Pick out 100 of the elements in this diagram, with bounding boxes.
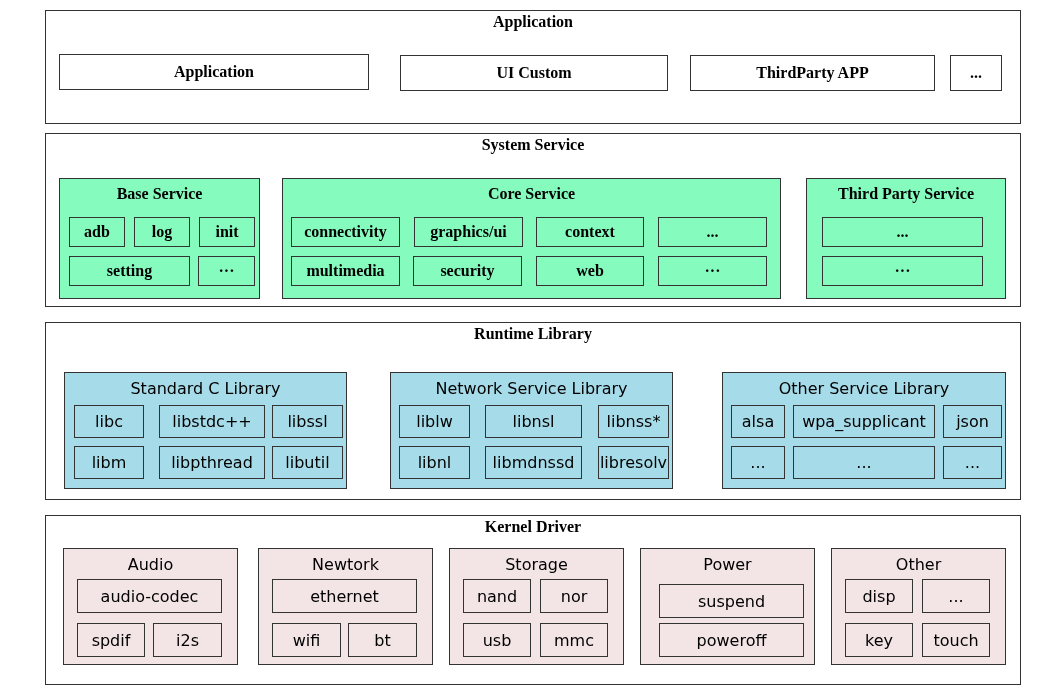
module-label: libssl bbox=[287, 412, 328, 431]
layer-title: Kernel Driver bbox=[484, 518, 582, 536]
module-label: context bbox=[565, 223, 615, 241]
module-box bbox=[463, 579, 531, 613]
module-box bbox=[399, 446, 470, 479]
module-box bbox=[77, 623, 145, 657]
module-label: touch bbox=[933, 630, 979, 650]
module-label: ... bbox=[750, 453, 766, 472]
group-title: Storage bbox=[505, 555, 568, 574]
module-box bbox=[413, 256, 522, 286]
group-title: Third Party Service bbox=[838, 185, 974, 203]
group-panel bbox=[449, 548, 624, 665]
module-box bbox=[400, 55, 668, 91]
module-label: log bbox=[151, 223, 173, 241]
module-box bbox=[536, 217, 644, 247]
module-box bbox=[272, 623, 341, 657]
module-box bbox=[731, 446, 785, 479]
module-label: nand bbox=[476, 586, 518, 606]
layer-panel bbox=[45, 515, 1021, 685]
module-label: suspend bbox=[697, 591, 766, 611]
group-title: Network Service Library bbox=[435, 379, 628, 398]
module-label: setting bbox=[106, 262, 153, 280]
module-box bbox=[485, 446, 582, 479]
group-panel bbox=[63, 548, 238, 665]
module-box bbox=[793, 446, 935, 479]
module-label: wpa_supplicant bbox=[802, 412, 926, 431]
module-label: libmdnssd bbox=[492, 453, 575, 472]
module-box bbox=[134, 217, 190, 247]
module-label: alsa bbox=[741, 412, 775, 431]
layer-panel bbox=[45, 10, 1021, 124]
module-label: UI Custom bbox=[496, 64, 572, 82]
module-box bbox=[536, 256, 644, 286]
module-box bbox=[658, 217, 767, 247]
module-label: spdif bbox=[91, 630, 131, 650]
module-box bbox=[659, 623, 804, 657]
module-label: graphics/ui bbox=[430, 223, 507, 241]
module-label: libpthread bbox=[171, 453, 253, 472]
module-box bbox=[272, 446, 343, 479]
group-title: Audio bbox=[127, 555, 174, 574]
group-panel bbox=[64, 372, 347, 489]
module-label: ··· bbox=[218, 262, 235, 280]
group-panel bbox=[59, 178, 260, 299]
group-title: Core Service bbox=[487, 185, 576, 203]
module-box bbox=[399, 405, 470, 438]
module-box bbox=[598, 446, 669, 479]
group-panel bbox=[640, 548, 815, 665]
module-box bbox=[540, 623, 608, 657]
module-box bbox=[199, 217, 255, 247]
module-box bbox=[272, 579, 417, 613]
module-box bbox=[658, 256, 767, 286]
module-label: libnss* bbox=[606, 412, 661, 431]
module-label: wifi bbox=[292, 630, 321, 650]
module-box bbox=[485, 405, 582, 438]
module-box bbox=[943, 405, 1002, 438]
module-box bbox=[943, 446, 1002, 479]
module-box bbox=[59, 54, 369, 90]
module-label: i2s bbox=[176, 630, 199, 650]
module-label: disp bbox=[862, 586, 896, 606]
module-label: poweroff bbox=[696, 630, 767, 650]
module-label: connectivity bbox=[304, 223, 387, 241]
module-label: libc bbox=[95, 412, 123, 431]
group-title: Standard C Library bbox=[130, 379, 281, 398]
module-box bbox=[159, 446, 265, 479]
module-box bbox=[159, 405, 265, 438]
module-label: ··· bbox=[704, 262, 721, 280]
group-panel bbox=[806, 178, 1006, 299]
module-label: ... bbox=[948, 586, 964, 606]
module-box bbox=[950, 55, 1002, 91]
module-box bbox=[690, 55, 935, 91]
module-box bbox=[463, 623, 531, 657]
module-label: audio-codec bbox=[100, 586, 199, 606]
module-box bbox=[198, 256, 255, 286]
module-label: liblw bbox=[416, 412, 453, 431]
module-box bbox=[598, 405, 669, 438]
module-box bbox=[69, 217, 125, 247]
module-box bbox=[822, 256, 983, 286]
module-label: security bbox=[440, 262, 495, 280]
module-box bbox=[69, 256, 190, 286]
module-box bbox=[291, 256, 400, 286]
module-box bbox=[845, 579, 913, 613]
module-box bbox=[153, 623, 222, 657]
module-label: json bbox=[956, 412, 989, 431]
module-label: libnsl bbox=[512, 412, 555, 431]
module-box bbox=[74, 405, 144, 438]
module-label: bt bbox=[374, 630, 391, 650]
group-title: Other Service Library bbox=[778, 379, 950, 398]
module-label: Application bbox=[174, 63, 254, 81]
module-label: ... bbox=[964, 453, 981, 472]
module-box bbox=[291, 217, 400, 247]
module-label: web bbox=[576, 262, 604, 280]
module-label: ... bbox=[856, 453, 872, 472]
module-box bbox=[922, 579, 990, 613]
module-box bbox=[845, 623, 913, 657]
module-label: ... bbox=[896, 223, 909, 241]
layer-title: Runtime Library bbox=[474, 325, 592, 343]
group-panel bbox=[831, 548, 1006, 665]
layer-title: System Service bbox=[481, 136, 585, 154]
module-box bbox=[348, 623, 417, 657]
module-box bbox=[540, 579, 608, 613]
group-panel bbox=[390, 372, 673, 489]
